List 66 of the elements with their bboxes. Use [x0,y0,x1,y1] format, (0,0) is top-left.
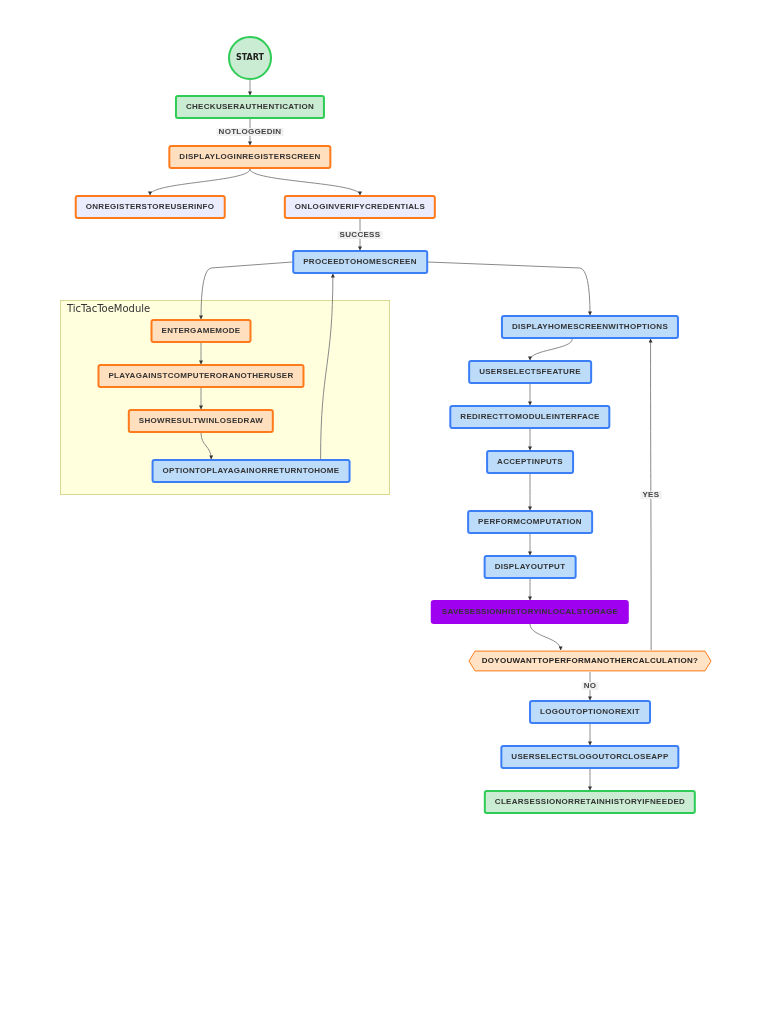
arrow [588,671,592,701]
process-box [483,555,577,579]
process-box [500,315,680,339]
node-label: CLEARSESSIONORRETAINHISTORYIFNEEDED [494,796,686,808]
process-box [150,319,252,343]
node-label: CHECKUSERAUTHENTICATION [185,101,315,113]
node-label: PROCEEDTOHOMESCREEN [303,256,417,268]
process-box [467,510,593,534]
edge-label: NOTLOGGEDIN [216,128,284,136]
process-box [483,790,697,814]
process-box [151,459,351,483]
arrow [648,338,653,651]
arrow [588,768,592,791]
process-box [486,450,574,474]
node-label: ONLOGINVERIFYCREDENTIALS [294,201,426,213]
arrow [427,261,592,316]
node-label: USERSELECTSLOGOUTORCLOSEAPP [511,751,669,763]
arrow [199,261,293,320]
arrow [528,428,532,451]
arrow [588,723,592,746]
process-box [283,195,437,219]
node-label: DOYOUWANTTOPERFORMANOTHERCALCULATION? [481,655,699,667]
node-label: DISPLAYLOGINREGISTERSCREEN [179,151,321,163]
arrow [528,383,532,406]
arrow [200,432,213,460]
arrow [199,387,203,410]
arrow [528,473,532,511]
arrow [199,342,203,365]
node-label: DISPLAYHOMESCREENWITHOPTIONS [511,321,669,333]
node-label: ENTERGAMEMODE [161,325,241,337]
arrow [528,533,532,556]
node-label: SAVESESSIONHISTORYINLOCALSTORAGE [441,606,619,618]
node-label: PERFORMCOMPUTATION [478,516,582,528]
process-box [127,409,275,433]
arrow [248,79,252,96]
node-label: DISPLAYOUTPUT [494,561,566,573]
process-box [292,250,428,274]
node-label: ACCEPTINPUTS [497,456,563,468]
node-label: PLAYAGAINSTCOMPUTERORANOTHERUSER [108,370,294,382]
process-box [97,364,305,388]
arrow [249,168,361,196]
node-label: ONREGISTERSTOREUSERINFO [85,201,215,213]
process-box [168,145,332,169]
arrow [320,273,335,460]
arrow [529,623,562,651]
node-label: REDIRECTTOMODULEINTERFACE [460,411,600,423]
node-label: USERSELECTSFEATURE [479,366,581,378]
node-label: TicTacToeModule [67,303,151,314]
arrow [528,578,532,601]
process-box [174,95,326,119]
edge-label: NO [581,682,599,690]
arrow [529,338,573,361]
edge-label: YES [640,490,662,499]
process-box [529,700,651,724]
node-label: OPTIONTOPLAYAGAINORRETURNTOHOME [162,465,340,477]
node-label: LOGOUTOPTIONOREXIT [540,706,640,718]
edge-label: SUCCESS [337,230,383,239]
arrow [149,168,251,196]
process-box [74,195,226,219]
process-box [500,745,680,769]
module-group [60,300,390,495]
process-box [468,360,592,384]
node-label: START [235,52,264,64]
process-box [449,405,611,429]
node-label: SHOWRESULTWINLOSEDRAW [138,415,264,427]
highlighted-process-box [430,600,630,624]
